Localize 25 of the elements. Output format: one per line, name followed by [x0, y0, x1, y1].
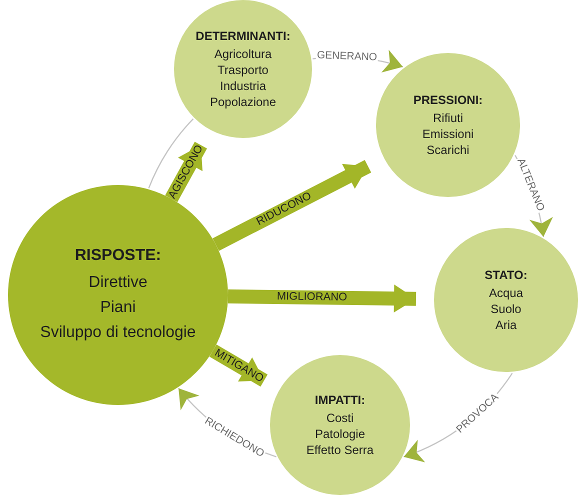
circle-item: Effetto Serra	[306, 442, 374, 458]
circle-heading: PRESSIONI:	[413, 92, 483, 108]
circle-item: Patologie	[314, 426, 366, 442]
circle-item: Scarichi	[426, 142, 470, 158]
circle-item: Costi	[326, 410, 354, 426]
circle-item: Emissioni	[422, 126, 474, 142]
circle-heading: DETERMINANTI:	[196, 28, 290, 44]
circle-item: Industria	[220, 78, 266, 94]
arrow	[212, 160, 372, 251]
circle-item: Sviluppo di tecnologie	[40, 322, 196, 343]
circle-heading: RISPOSTE:	[74, 246, 162, 266]
circle-item: Direttive	[88, 273, 148, 294]
edge-label: GENERANO	[316, 50, 378, 64]
circle-item: Popolazione	[210, 94, 276, 110]
circle-heading: IMPATTI:	[314, 392, 366, 408]
circle-item: Rifiuti	[432, 110, 463, 126]
arrow	[228, 284, 416, 313]
circle-item: Piani	[100, 298, 136, 318]
circle-item: Agricoltura	[214, 46, 272, 62]
circle-item: Suolo	[490, 301, 522, 318]
edge-label: MIGLIORANO	[276, 290, 348, 304]
circle-heading: STATO:	[484, 266, 528, 283]
circle-item: Acqua	[488, 284, 524, 301]
circle-item: Trasporto	[218, 62, 268, 78]
circle-item: Aria	[495, 317, 517, 334]
